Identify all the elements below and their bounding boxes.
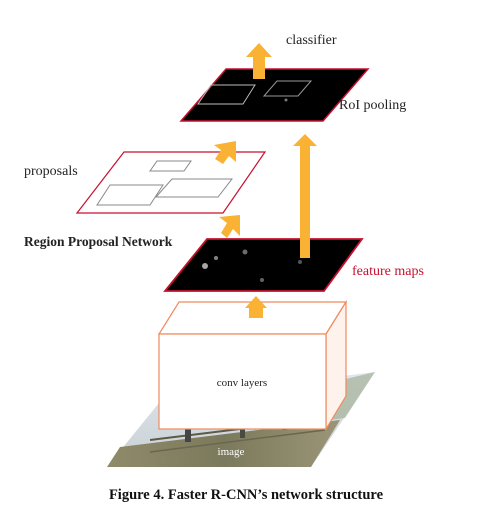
arrow-rpn-to-proposals [219,215,240,238]
rpn-label: Region Proposal Network [24,234,173,249]
arrow-proposals-to-roi [214,141,236,164]
arrow-conv-to-features [245,296,267,318]
roi-pooling-label: RoI pooling [339,98,406,113]
conv-layers-box [157,299,348,432]
conv-layers-label: conv layers [217,377,267,389]
feature-maps-plane [163,238,364,292]
roi-pooling-plane [179,68,370,122]
figure-caption: Figure 4. Faster R-CNN’s network structu… [109,487,384,503]
proposals-plane [75,151,267,214]
classifier-label: classifier [286,33,337,48]
arrow-roi-to-classifier [246,43,272,79]
image-label: image [218,446,245,458]
arrow-features-to-roi [293,134,317,258]
feature-maps-label: feature maps [352,264,424,279]
proposals-label: proposals [24,164,78,179]
